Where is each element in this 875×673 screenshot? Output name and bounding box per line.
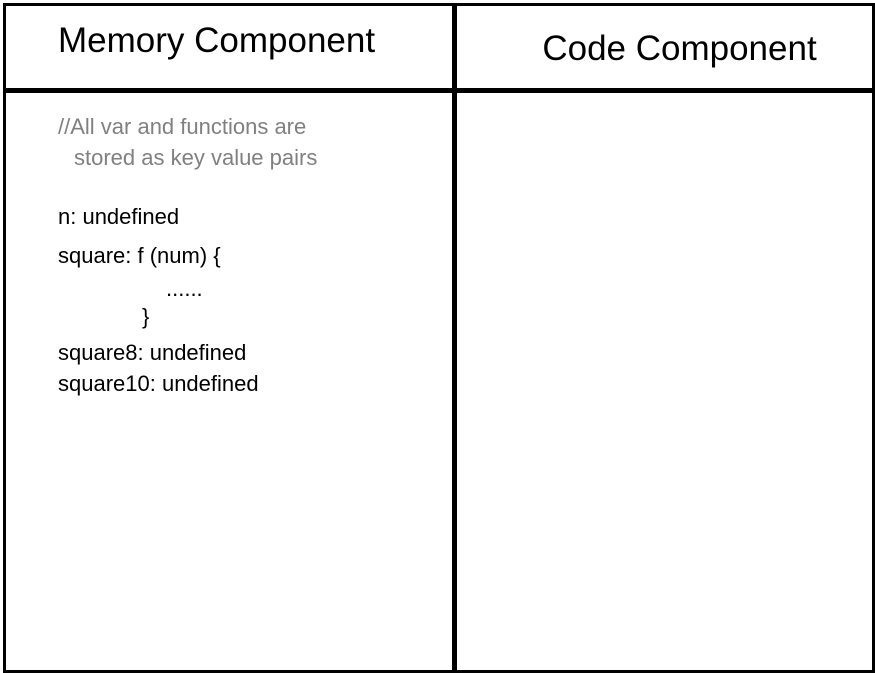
code-component-panel <box>457 93 872 670</box>
comment-line: //All var and functions are <box>58 114 307 139</box>
memory-entry-n: n: undefined <box>58 204 180 229</box>
code-component-header: Code Component <box>457 6 872 88</box>
comment-line: stored as key value pairs <box>74 145 318 170</box>
header-divider <box>6 88 872 93</box>
memory-component-panel: //All var and functions are stored as ke… <box>58 111 438 399</box>
execution-context-table: Memory Component Code Component //All va… <box>3 3 875 673</box>
memory-component-title: Memory Component <box>58 21 376 60</box>
memory-entries: n: undefined square: f (num) { ...... } … <box>58 201 438 399</box>
memory-entry-square10: square10: undefined <box>58 371 259 396</box>
code-component-title: Code Component <box>542 29 817 68</box>
memory-entry-square8: square8: undefined <box>58 340 247 365</box>
memory-entry-square: square: f (num) { <box>58 243 221 268</box>
memory-component-header: Memory Component <box>6 6 452 88</box>
column-divider <box>452 6 457 670</box>
function-close-brace: } <box>142 304 150 329</box>
function-body-placeholder: ...... <box>166 276 203 301</box>
memory-comment: //All var and functions are stored as ke… <box>58 111 438 173</box>
